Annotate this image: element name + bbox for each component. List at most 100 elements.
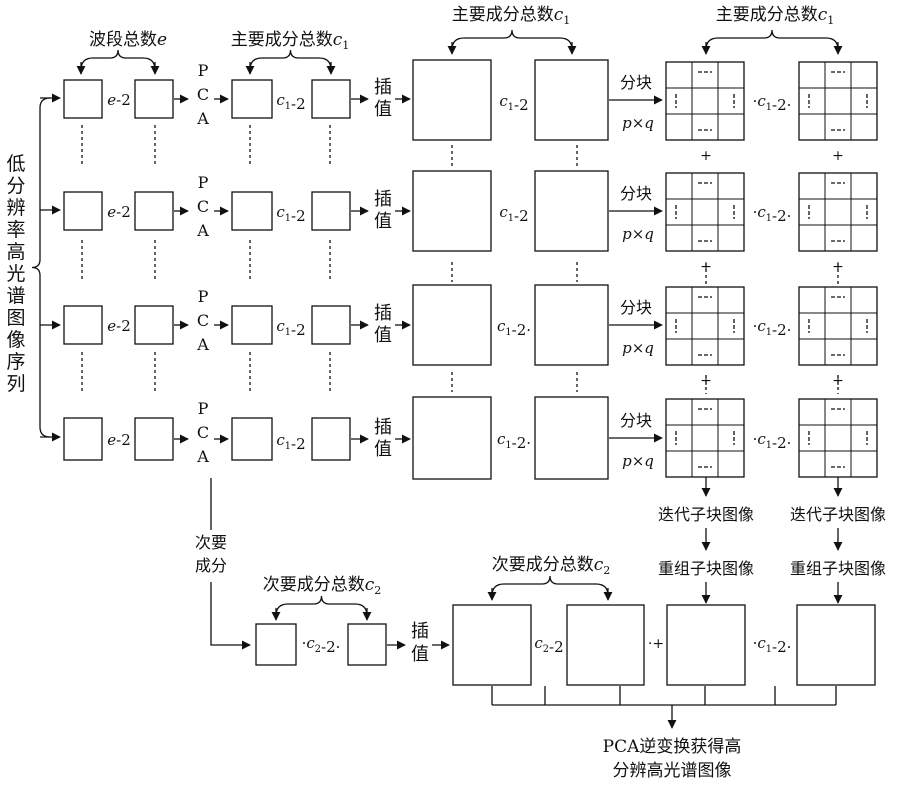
interp-label: 值 bbox=[374, 211, 392, 232]
interp-label: 插 bbox=[374, 417, 392, 438]
final-square bbox=[796, 604, 876, 686]
principal-square bbox=[311, 191, 351, 231]
band-separator: e-2 bbox=[107, 317, 131, 335]
interpolated-separator: c1-2 bbox=[499, 92, 528, 114]
band-square bbox=[134, 79, 174, 119]
left-label-char: 谱 bbox=[6, 285, 25, 307]
recon-label: 重组子块图像 bbox=[790, 559, 886, 578]
sub-block-grid bbox=[665, 398, 745, 478]
minor-label: 次要 bbox=[195, 533, 227, 552]
principal-square bbox=[231, 79, 273, 119]
pca-letter: C bbox=[197, 85, 209, 104]
principal-separator: c1-2 bbox=[276, 317, 305, 339]
principal-brace-3 bbox=[705, 29, 839, 51]
band-separator: e-2 bbox=[107, 203, 131, 221]
pca-letter: A bbox=[196, 221, 209, 240]
pca-letter: P bbox=[198, 61, 209, 80]
block-size-label: p×q bbox=[622, 452, 654, 470]
principal-square bbox=[231, 191, 273, 231]
interpolated-separator: c1-2· bbox=[497, 317, 531, 339]
minor-square bbox=[255, 623, 297, 666]
principal-total-label-3: 主要成分总数c1 bbox=[716, 5, 835, 27]
principal-separator: c1-2 bbox=[276, 91, 305, 113]
principal-total-label: 主要成分总数c1 bbox=[231, 30, 350, 52]
pca-letter: A bbox=[196, 447, 209, 466]
interpolated-square bbox=[534, 170, 609, 252]
principal-brace-2 bbox=[451, 29, 573, 51]
pca-letter: C bbox=[197, 423, 209, 442]
band-square bbox=[63, 417, 103, 461]
interpolated-square bbox=[412, 170, 492, 252]
minor-separator: ·c2-2· bbox=[302, 634, 341, 656]
left-label-char: 光 bbox=[6, 263, 25, 285]
minor-square bbox=[347, 623, 387, 666]
interpolated-separator: c1-2· bbox=[497, 430, 531, 452]
interpolated-square bbox=[412, 396, 492, 480]
pca-letter: A bbox=[196, 335, 209, 354]
minor-label: 成分 bbox=[195, 556, 227, 575]
band-brace bbox=[80, 49, 156, 71]
left-label-char: 列 bbox=[6, 373, 25, 395]
interpolated-square bbox=[412, 59, 492, 141]
block-separator: ·c1-2· bbox=[753, 317, 792, 339]
minor-brace bbox=[275, 595, 368, 617]
band-square bbox=[134, 417, 174, 461]
left-label-char: 低 bbox=[6, 153, 25, 175]
final-square bbox=[452, 604, 532, 686]
left-label-char: 高 bbox=[6, 241, 25, 263]
left-label-char: 分 bbox=[6, 175, 25, 197]
left-label-char: 像 bbox=[6, 329, 25, 351]
final-separator: ·c1-2· bbox=[753, 634, 792, 656]
band-total-label: 波段总数e bbox=[89, 30, 167, 50]
block-size-label: p×q bbox=[622, 339, 654, 357]
iter-label: 迭代子块图像 bbox=[658, 505, 754, 524]
interpolated-separator: c1-2 bbox=[499, 203, 528, 225]
left-label-char: 序 bbox=[6, 351, 25, 373]
interp-label: 插 bbox=[411, 621, 429, 642]
block-separator: ·c1-2· bbox=[753, 203, 792, 225]
iter-label: 迭代子块图像 bbox=[790, 505, 886, 524]
block-label: 分块 bbox=[620, 184, 652, 203]
minor-total-label-2: 次要成分总数c2 bbox=[492, 555, 611, 577]
interp-label: 插 bbox=[374, 77, 392, 98]
principal-square bbox=[311, 79, 351, 119]
pca-letter: P bbox=[198, 287, 209, 306]
left-label-char: 率 bbox=[6, 219, 25, 241]
sub-block-grid bbox=[798, 172, 878, 252]
principal-square bbox=[231, 417, 273, 461]
sub-block-grid bbox=[665, 286, 745, 366]
pca-letter: P bbox=[198, 173, 209, 192]
final-square bbox=[666, 604, 746, 686]
principal-separator: c1-2 bbox=[276, 203, 305, 225]
sub-block-grid bbox=[798, 398, 878, 478]
final-separator: c2-2 bbox=[534, 634, 563, 656]
principal-separator: c1-2 bbox=[276, 431, 305, 453]
sub-block-grid bbox=[798, 286, 878, 366]
band-square bbox=[134, 191, 174, 231]
interp-label: 值 bbox=[374, 325, 392, 346]
block-label: 分块 bbox=[620, 411, 652, 430]
minor-total-label: 次要成分总数c2 bbox=[263, 575, 382, 597]
band-square bbox=[134, 305, 174, 345]
left-label-char: 辨 bbox=[6, 197, 25, 219]
block-size-label: p×q bbox=[622, 114, 654, 132]
principal-square bbox=[231, 305, 273, 345]
plus-sign: + bbox=[700, 148, 712, 164]
plus-sign: + bbox=[832, 148, 844, 164]
interp-label: 值 bbox=[411, 644, 429, 665]
principal-square bbox=[311, 305, 351, 345]
block-label: 分块 bbox=[620, 73, 652, 92]
sub-block-grid bbox=[665, 61, 745, 141]
minor-brace-2 bbox=[491, 575, 609, 597]
interpolated-square bbox=[534, 396, 609, 480]
left-label-char: 图 bbox=[6, 307, 25, 329]
band-square bbox=[63, 191, 103, 231]
plus-sign: + bbox=[832, 259, 844, 275]
interp-label: 值 bbox=[374, 439, 392, 460]
plus-sign: + bbox=[832, 373, 844, 389]
minor-path bbox=[210, 582, 251, 650]
interp-label: 插 bbox=[374, 189, 392, 210]
sub-block-grid bbox=[665, 172, 745, 252]
final-square bbox=[566, 604, 645, 686]
